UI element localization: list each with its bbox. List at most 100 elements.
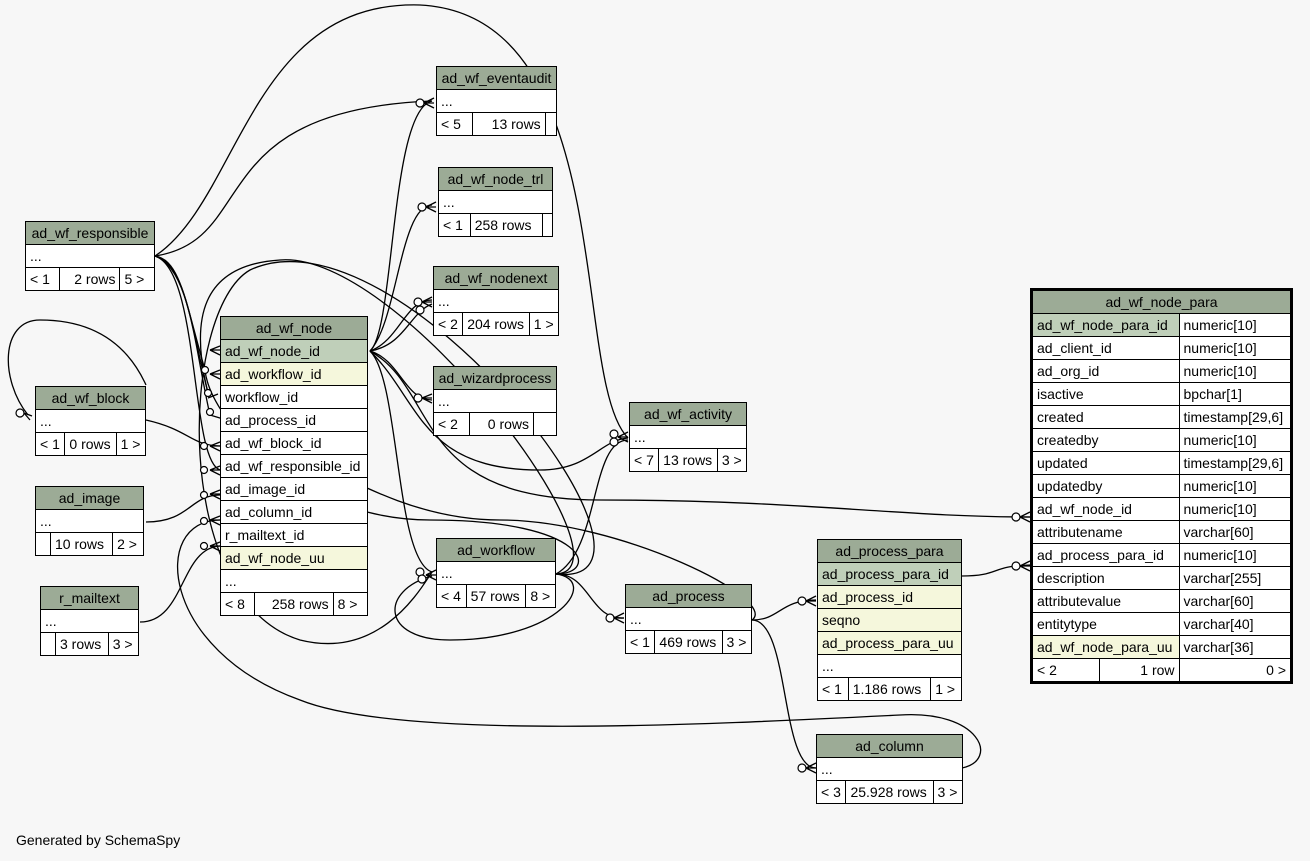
stat-parents[interactable]: < 1 <box>24 267 61 291</box>
table-title[interactable]: ad_wf_responsible <box>25 221 155 245</box>
column-cell-pk: ad_wf_node_id <box>220 339 368 363</box>
edge-image-node <box>145 494 221 523</box>
stat-parents[interactable] <box>35 532 51 556</box>
stat-children[interactable]: 1 > <box>930 677 962 701</box>
stat-parents[interactable]: < 7 <box>628 448 660 472</box>
stat-children[interactable]: 3 > <box>107 632 140 656</box>
column-cell: ... <box>436 561 556 585</box>
edge-mailtext-node <box>139 545 221 623</box>
stat-children[interactable]: 0 > <box>1178 658 1292 683</box>
column-cell: ... <box>433 289 559 313</box>
stat-parents[interactable]: < 3 <box>815 780 847 804</box>
column-cell: ad_image_id <box>220 477 368 501</box>
table-title[interactable]: ad_image <box>35 486 144 510</box>
table-title[interactable]: ad_process <box>625 584 752 608</box>
stat-children[interactable]: 3 > <box>932 780 964 804</box>
stat-children[interactable]: 2 > <box>112 532 144 556</box>
table-title[interactable]: ad_process_para <box>817 539 962 563</box>
stat-rows: 258 rows <box>469 213 544 237</box>
column-cell: ad_wf_block_id <box>220 431 368 455</box>
stat-children[interactable]: 1 > <box>528 312 560 336</box>
stat-children[interactable] <box>533 412 557 436</box>
table-ad-process-para[interactable]: ad_process_para ad_process_para_id ad_pr… <box>817 539 962 701</box>
column-cell: workflow_id <box>220 385 368 409</box>
stat-parents[interactable]: < 2 <box>432 412 471 436</box>
stat-parents[interactable]: < 5 <box>435 112 474 136</box>
table-title[interactable]: ad_wf_node_para <box>1031 289 1292 314</box>
stat-parents[interactable]: < 1 <box>34 432 66 456</box>
column-type: numeric[10] <box>1178 543 1292 567</box>
column-name: ad_org_id <box>1031 359 1180 383</box>
column-cell: ... <box>220 569 368 593</box>
column-cell: ad_process_id <box>220 408 368 432</box>
edge-node-nodenext-b <box>369 303 433 352</box>
column-name: attributevalue <box>1031 589 1180 613</box>
relationship-markers <box>15 98 1021 773</box>
column-type: varchar[60] <box>1178 520 1292 544</box>
edge-node-wizard <box>369 350 433 401</box>
table-title[interactable]: r_mailtext <box>40 586 139 610</box>
column-cell: ... <box>433 389 557 413</box>
stat-rows: 258 rows <box>254 592 334 616</box>
stat-children[interactable] <box>544 112 558 136</box>
table-title[interactable]: ad_wf_eventaudit <box>436 66 557 90</box>
table-ad-wf-node[interactable]: ad_wf_node ad_wf_node_id ad_workflow_id … <box>219 316 369 616</box>
stat-parents[interactable] <box>40 632 56 656</box>
stat-children[interactable]: 8 > <box>525 584 556 608</box>
table-title[interactable]: ad_wizardprocess <box>433 366 557 390</box>
edge-wf-process <box>555 573 625 619</box>
stat-children[interactable]: 1 > <box>115 432 147 456</box>
edge-resp-eventaudit <box>154 100 433 257</box>
stat-rows: 204 rows <box>462 312 530 336</box>
table-title[interactable]: ad_column <box>816 734 963 758</box>
edge-process-column <box>751 619 817 769</box>
column-cell-index: seqno <box>817 608 962 632</box>
column-cell: ... <box>35 509 144 533</box>
stat-children[interactable]: 3 > <box>721 630 753 654</box>
stat-parents[interactable]: < 2 <box>1031 658 1100 683</box>
column-cell: ad_column_id <box>220 500 368 524</box>
column-type: timestamp[29,6] <box>1178 405 1292 429</box>
stat-children[interactable]: 5 > <box>119 267 155 291</box>
column-name: updated <box>1031 451 1180 475</box>
stat-children[interactable]: 8 > <box>332 592 369 616</box>
stat-rows: 0 rows <box>469 412 534 436</box>
table-title[interactable]: ad_wf_block <box>35 386 146 410</box>
column-type: numeric[10] <box>1178 313 1292 337</box>
table-title[interactable]: ad_workflow <box>436 538 556 562</box>
edge-process-para <box>751 599 817 621</box>
stat-parents[interactable]: < 2 <box>432 312 464 336</box>
table-title[interactable]: ad_wf_node <box>220 316 368 340</box>
stat-parents[interactable]: < 1 <box>438 213 471 237</box>
table-title[interactable]: ad_wf_activity <box>629 402 747 426</box>
stat-parents[interactable]: < 8 <box>219 592 256 616</box>
stat-rows: 13 rows <box>658 448 718 472</box>
stat-children[interactable]: 3 > <box>716 448 748 472</box>
edge-wf-activity <box>555 439 629 575</box>
column-cell-index: ad_process_para_uu <box>817 631 962 655</box>
column-cell: ... <box>817 654 962 678</box>
stat-rows: 3 rows <box>55 632 109 656</box>
table-title[interactable]: ad_wf_node_trl <box>438 167 553 191</box>
stat-parents[interactable]: < 4 <box>436 584 467 608</box>
stat-parents[interactable]: < 1 <box>624 630 656 654</box>
table-title[interactable]: ad_wf_nodenext <box>433 266 559 290</box>
stat-parents[interactable]: < 1 <box>817 677 849 701</box>
stat-rows: 469 rows <box>654 630 723 654</box>
column-name-pk: ad_wf_node_para_id <box>1031 313 1180 337</box>
stat-children[interactable] <box>542 213 553 237</box>
